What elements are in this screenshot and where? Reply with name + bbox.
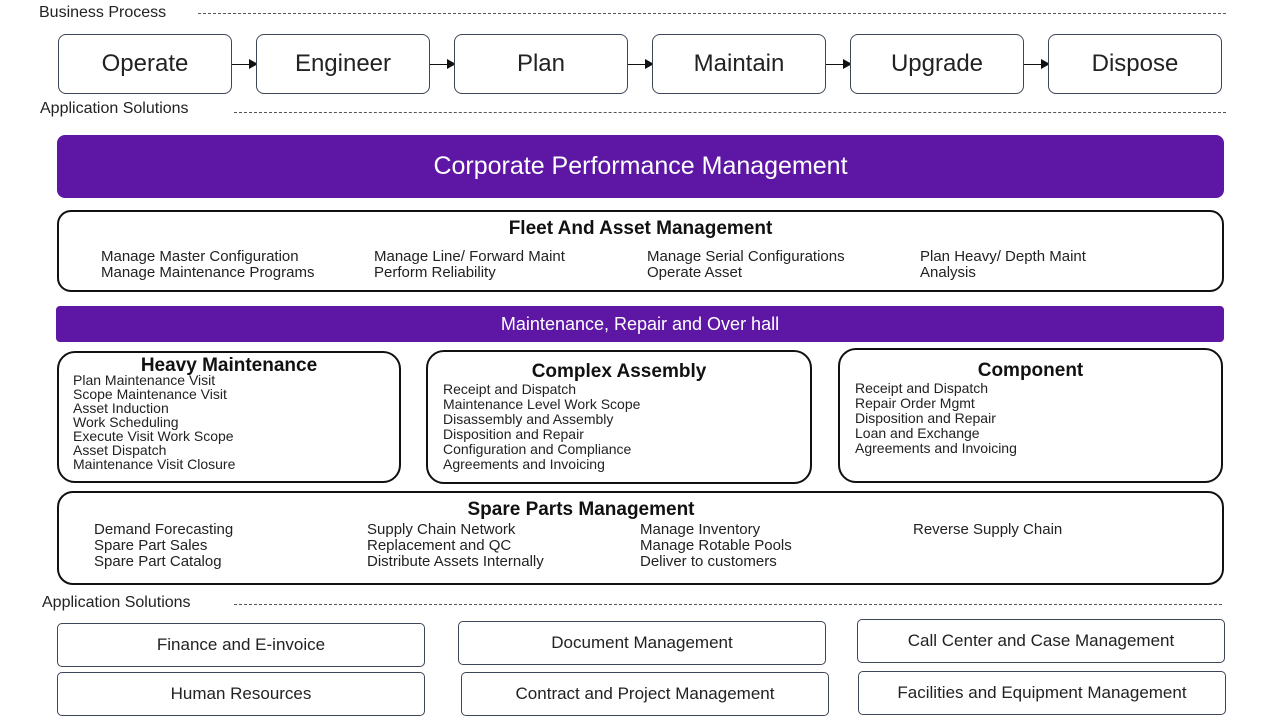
- spare-column-3: Manage Inventory Manage Rotable Pools De…: [640, 522, 792, 570]
- spare-parts-title: Spare Parts Management: [467, 499, 695, 520]
- heavy-maintenance-panel: [57, 351, 401, 483]
- spare-item: Distribute Assets Internally: [367, 553, 544, 570]
- heavy-item: Maintenance Visit Closure: [73, 456, 236, 472]
- contract-project-box: Contract and Project Management: [461, 672, 829, 716]
- spare-column-1: Demand Forecasting Spare Part Sales Spar…: [94, 522, 233, 570]
- mro-bar: Maintenance, Repair and Over hall: [56, 306, 1224, 342]
- fleet-item: Operate Asset: [647, 264, 743, 281]
- complex-assembly-panel: [426, 350, 812, 484]
- application-solutions-bottom-divider: [234, 604, 1222, 605]
- heavy-item: Execute Visit Work Scope: [73, 428, 234, 444]
- complex-item: Maintenance Level Work Scope: [443, 396, 641, 412]
- process-step-maintain: Maintain: [652, 34, 826, 94]
- complex-item: Receipt and Dispatch: [443, 381, 577, 397]
- fleet-item: Plan Heavy/ Depth Maint: [920, 248, 1086, 265]
- process-step-upgrade: Upgrade: [850, 34, 1024, 94]
- arrow-icon: [430, 59, 456, 69]
- component-item: Loan and Exchange: [855, 425, 980, 441]
- process-step-plan: Plan: [454, 34, 628, 94]
- human-resources-box: Human Resources: [57, 672, 425, 716]
- corporate-performance-bar: Corporate Performance Management: [57, 135, 1224, 198]
- process-step-engineer: Engineer: [256, 34, 430, 94]
- heavy-item: Plan Maintenance Visit: [73, 372, 216, 388]
- arrow-icon: [628, 59, 654, 69]
- fleet-column-4: Plan Heavy/ Depth Maint Analysis: [920, 249, 1086, 281]
- application-solutions-label: Application Solutions: [40, 100, 189, 117]
- process-step-operate: Operate: [58, 34, 232, 94]
- heavy-item: Work Scheduling: [73, 414, 179, 430]
- complex-item: Configuration and Compliance: [443, 441, 632, 457]
- fleet-item: Manage Master Configuration: [101, 248, 299, 265]
- fleet-item: Perform Reliability: [374, 264, 496, 281]
- component-item: Receipt and Dispatch: [855, 380, 989, 396]
- spare-item: Spare Part Catalog: [94, 553, 222, 570]
- fleet-item: Manage Maintenance Programs: [101, 264, 315, 281]
- complex-item: Agreements and Invoicing: [443, 456, 605, 472]
- call-center-box: Call Center and Case Management: [857, 619, 1225, 663]
- complex-item: Disassembly and Assembly: [443, 411, 614, 427]
- business-process-divider: [198, 13, 1226, 14]
- component-item: Agreements and Invoicing: [855, 440, 1017, 456]
- spare-parts-panel: [57, 491, 1224, 585]
- application-solutions-divider: [234, 112, 1226, 113]
- heavy-item: Scope Maintenance Visit: [73, 386, 227, 402]
- heavy-maintenance-title: Heavy Maintenance: [140, 355, 318, 376]
- component-panel: [838, 348, 1223, 483]
- complex-assembly-list: Receipt and Dispatch Maintenance Level W…: [443, 382, 640, 472]
- complex-assembly-title: Complex Assembly: [531, 361, 707, 382]
- spare-item: Deliver to customers: [640, 553, 777, 570]
- heavy-item: Asset Dispatch: [73, 442, 167, 458]
- facilities-equipment-box: Facilities and Equipment Management: [858, 671, 1226, 715]
- fleet-asset-panel: [57, 210, 1224, 292]
- fleet-column-2: Manage Line/ Forward Maint Perform Relia…: [374, 249, 565, 281]
- application-solutions-bottom-label: Application Solutions: [42, 594, 191, 611]
- spare-column-2: Supply Chain Network Replacement and QC …: [367, 522, 544, 570]
- spare-column-4: Reverse Supply Chain: [913, 522, 1062, 538]
- spare-item: Replacement and QC: [367, 537, 512, 554]
- fleet-column-1: Manage Master Configuration Manage Maint…: [101, 249, 314, 281]
- complex-item: Disposition and Repair: [443, 426, 584, 442]
- fleet-item: Analysis: [920, 264, 976, 281]
- arrow-icon: [232, 59, 258, 69]
- component-item: Repair Order Mgmt: [855, 395, 975, 411]
- heavy-item: Asset Induction: [73, 400, 169, 416]
- document-management-box: Document Management: [458, 621, 826, 665]
- spare-item: Demand Forecasting: [94, 521, 234, 538]
- arrow-icon: [826, 59, 852, 69]
- arrow-icon: [1024, 59, 1050, 69]
- fleet-asset-title: Fleet And Asset Management: [508, 218, 773, 239]
- spare-item: Spare Part Sales: [94, 537, 208, 554]
- component-item: Disposition and Repair: [855, 410, 996, 426]
- fleet-item: Manage Serial Configurations: [647, 248, 845, 265]
- process-step-dispose: Dispose: [1048, 34, 1222, 94]
- business-process-label: Business Process: [39, 4, 167, 21]
- spare-item: Supply Chain Network: [367, 521, 516, 538]
- heavy-maintenance-list: Plan Maintenance Visit Scope Maintenance…: [73, 373, 235, 471]
- spare-item: Manage Inventory: [640, 521, 761, 538]
- fleet-column-3: Manage Serial Configurations Operate Ass…: [647, 249, 845, 281]
- fleet-item: Manage Line/ Forward Maint: [374, 248, 565, 265]
- spare-item: Manage Rotable Pools: [640, 537, 792, 554]
- finance-einvoice-box: Finance and E-invoice: [57, 623, 425, 667]
- component-title: Component: [977, 360, 1084, 381]
- component-list: Receipt and Dispatch Repair Order Mgmt D…: [855, 381, 1017, 456]
- spare-item: Reverse Supply Chain: [913, 521, 1063, 538]
